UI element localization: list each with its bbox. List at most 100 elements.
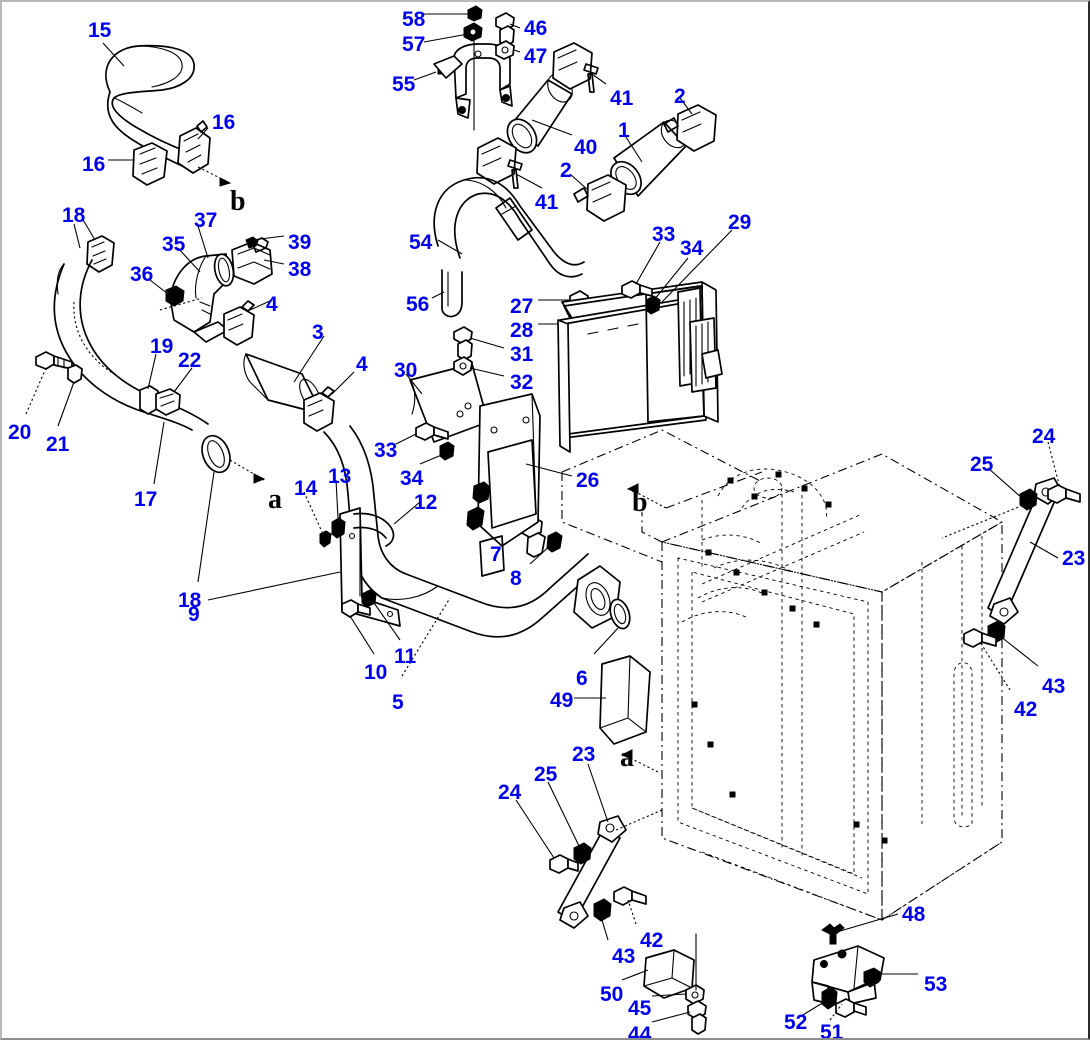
part-18-ring-lower: [201, 434, 231, 474]
part-label-57: 57: [402, 33, 426, 56]
part-34-washer-left: [439, 441, 455, 461]
part-label-8: 8: [510, 567, 522, 590]
part-34-washer-cooler: [645, 295, 661, 315]
part-label-49: 49: [550, 689, 574, 712]
part-26-cooler-bracket: [466, 393, 541, 577]
part-23-stay-bottom: [557, 815, 627, 929]
part-label-2: 2: [560, 159, 572, 182]
section-marker-b-mid: b: [632, 487, 648, 518]
part-label-15: 15: [88, 19, 112, 42]
part-8-washer: [546, 531, 563, 553]
part-56-clip: [441, 269, 463, 318]
part-25-washer-right: [1019, 488, 1038, 511]
part-label-53: 53: [924, 973, 948, 996]
part-label-13: 13: [328, 465, 352, 488]
part-label-33: 33: [374, 439, 398, 462]
part-label-4: 4: [356, 353, 368, 376]
part-15-hose: [105, 44, 195, 167]
part-42-bolt-right: [963, 628, 997, 648]
part-18-clamp-upper: [86, 235, 115, 273]
part-43-washer-bottom: [593, 898, 612, 922]
part-20-bolt: [35, 351, 73, 370]
part-41-clamp-lower: [476, 137, 523, 189]
part-label-16: 16: [82, 153, 106, 176]
part-label-10: 10: [364, 661, 388, 684]
part-label-29: 29: [728, 211, 752, 234]
part-label-26: 26: [576, 469, 600, 492]
part-4-clamp-upper: [223, 300, 255, 346]
part-14-washer: [319, 530, 332, 548]
part-label-42: 42: [1014, 698, 1038, 721]
part-label-48: 48: [902, 903, 926, 926]
radiator-assembly-reference: [561, 429, 1004, 922]
part-11-washer: [361, 589, 377, 608]
part-25-washer-bottom: [573, 842, 592, 865]
part-24-bolt-right: [1047, 484, 1081, 504]
part-label-2: 2: [674, 85, 686, 108]
part-label-23: 23: [1062, 547, 1086, 570]
part-label-27: 27: [510, 295, 534, 318]
part-label-45: 45: [628, 997, 652, 1020]
part-label-24: 24: [498, 781, 522, 804]
part-51-bolt: [835, 998, 867, 1018]
part-label-20: 20: [8, 421, 32, 444]
part-52-washer: [821, 986, 838, 1010]
part-label-14: 14: [294, 477, 318, 500]
part-32-washer: [453, 356, 473, 376]
part-label-36: 36: [130, 263, 154, 286]
part-label-17: 17: [134, 488, 158, 511]
part-label-4: 4: [266, 293, 278, 316]
part-label-51: 51: [820, 1021, 844, 1040]
part-label-6: 6: [576, 667, 588, 690]
part-46-bolt: [495, 12, 515, 47]
part-54-hose: [433, 176, 585, 278]
part-label-37: 37: [194, 209, 218, 232]
part-49-block: [599, 655, 651, 745]
part-label-16: 16: [212, 111, 236, 134]
part-47-nut: [495, 40, 515, 60]
part-label-43: 43: [1042, 675, 1066, 698]
section-marker-b-top: b: [230, 186, 246, 217]
part-label-1: 1: [618, 119, 630, 142]
part-label-41: 41: [535, 191, 559, 214]
part-36-plug: [165, 285, 185, 307]
part-33-bolt-cooler: [621, 280, 653, 299]
part-label-24: 24: [1032, 425, 1056, 448]
part-2-clamp-right: [663, 104, 717, 152]
part-2-clamp-mid: [573, 174, 627, 222]
part-label-38: 38: [288, 258, 312, 281]
part-label-12: 12: [414, 491, 438, 514]
part-label-32: 32: [510, 371, 534, 394]
part-48-clip: [821, 923, 845, 945]
part-label-31: 31: [510, 343, 534, 366]
part-label-7: 7: [490, 543, 502, 566]
part-29-aftercooler: [557, 281, 723, 453]
part-label-43: 43: [612, 945, 636, 968]
part-58-nut: [467, 5, 483, 22]
part-label-47: 47: [524, 45, 548, 68]
part-53-bracket: [811, 945, 885, 1005]
part-6-oring: [609, 598, 631, 630]
part-16-clamp-right: [177, 120, 211, 174]
part-label-21: 21: [46, 433, 70, 456]
part-label-25: 25: [534, 763, 558, 786]
part-label-30: 30: [394, 359, 418, 382]
part-label-5: 5: [392, 691, 404, 714]
part-23-stay-right: [987, 477, 1063, 625]
part-label-42: 42: [640, 929, 664, 952]
section-marker-a-bottom: a: [620, 742, 634, 773]
part-label-19: 19: [150, 335, 174, 358]
part-55-bracket: [433, 43, 513, 119]
part-5-hose-main: [323, 425, 589, 638]
part-label-25: 25: [970, 453, 994, 476]
part-label-28: 28: [510, 319, 534, 342]
part-label-23: 23: [572, 743, 596, 766]
part-16-clamp-left: [132, 142, 168, 186]
part-label-34: 34: [680, 237, 704, 260]
part-label-54: 54: [409, 231, 433, 254]
part-4-clamp-lower: [303, 386, 335, 432]
part-label-35: 35: [162, 233, 186, 256]
part-57-washer: [463, 22, 483, 42]
part-44-bolt: [687, 1000, 707, 1035]
part-label-18: 18: [62, 204, 86, 227]
